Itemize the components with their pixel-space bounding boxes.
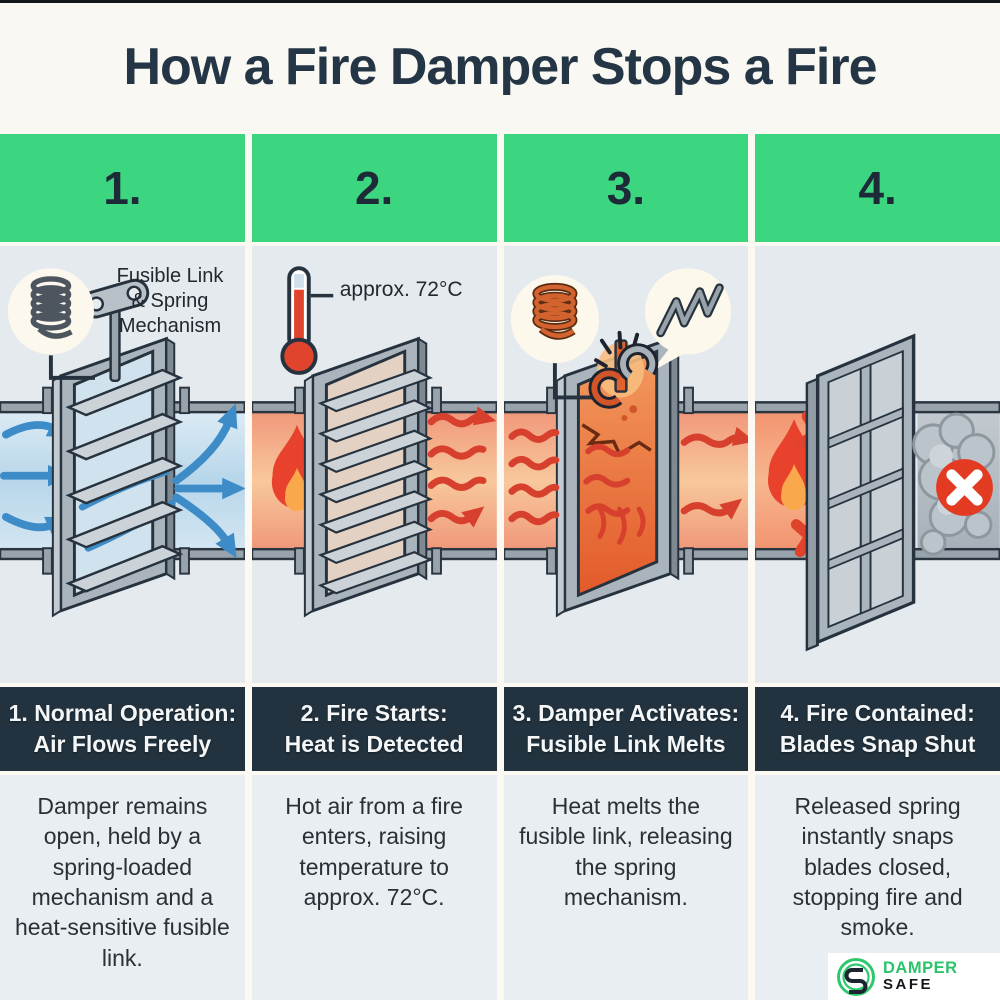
hot-coil-spring-icon	[531, 282, 577, 340]
callout-connector	[552, 363, 598, 400]
released-spring-icon	[655, 283, 724, 338]
duct-stubs	[293, 386, 442, 575]
brand-name-line2: SAFE	[883, 976, 934, 994]
step-1-number-bar: 1.	[0, 134, 245, 242]
panel-2: 2.	[251, 134, 497, 1000]
heat-crack	[580, 423, 652, 457]
brand-name: DAMPER SAFE	[883, 960, 958, 992]
fusible-link-label: Fusible Link & Spring Mechanism	[116, 265, 224, 337]
fire-contained-illustration	[755, 333, 1000, 652]
step-3-stage-bar: 3. Damper Activates: Fusible Link Melts	[503, 687, 749, 771]
step-number: 4.	[858, 162, 897, 214]
broken-fusible-link-icon	[588, 343, 658, 409]
step-3-description: Heat melts the fusible link, releasing t…	[503, 775, 749, 1000]
panel-4: 4.	[755, 134, 1000, 1000]
step-1-description: Damper remains open, held by a spring-lo…	[0, 775, 245, 1000]
step-2-illustration: approx. 72°C	[251, 246, 497, 683]
callout-connector	[48, 355, 95, 380]
closed-damper	[805, 333, 916, 652]
step-4-illustration	[755, 246, 1000, 683]
airflow-arrows-right	[172, 403, 245, 559]
temperature-label: approx. 72°C	[339, 278, 463, 301]
panel-3: 3.	[503, 134, 749, 1000]
dampersafe-logo-icon	[837, 957, 875, 996]
top-border	[0, 0, 1000, 3]
step-3-illustration	[503, 246, 749, 683]
step-number: 2.	[354, 162, 394, 214]
coil-spring-icon	[30, 276, 73, 339]
heat-waves-through	[582, 443, 630, 517]
closing-louver-blades	[317, 368, 433, 595]
page-title: How a Fire Damper Stops a Fire	[123, 38, 877, 96]
header: How a Fire Damper Stops a Fire	[0, 3, 1000, 131]
open-louver-blades	[65, 368, 184, 593]
step-4-stage-bar: 4. Fire Contained: Blades Snap Shut	[755, 687, 1000, 771]
step-number: 1.	[103, 162, 142, 214]
fusible-link-melts-illustration	[503, 268, 749, 618]
steps-board: 1.	[0, 134, 1000, 1000]
step-4-number-bar: 4.	[755, 134, 1000, 242]
step-2-stage-bar: 2. Fire Starts: Heat is Detected	[251, 687, 497, 771]
step-1-illustration: Fusible Link & Spring Mechanism	[0, 246, 245, 683]
step-2-description: Hot air from a fire enters, raising temp…	[251, 775, 497, 1000]
step-1-stage-bar: 1. Normal Operation: Air Flows Freely	[0, 687, 245, 771]
step-2-number-bar: 2.	[251, 134, 497, 242]
smoke-blocked-badge	[936, 459, 994, 516]
brand-logo: DAMPER SAFE	[828, 953, 1000, 1000]
melt-drips	[620, 405, 637, 421]
heat-detected-illustration	[251, 266, 497, 618]
panel-1: 1.	[0, 134, 245, 1000]
brand-name-line1: DAMPER	[883, 959, 958, 978]
airflow-arrows-left	[0, 416, 72, 537]
heat-arrows-right	[427, 406, 497, 528]
open-damper-illustration	[0, 268, 245, 618]
thermometer-icon	[280, 266, 334, 375]
step-3-number-bar: 3.	[503, 134, 749, 242]
heat-waves-left	[507, 428, 559, 526]
heat-arrows-right	[680, 426, 749, 520]
step-number: 3.	[606, 162, 646, 214]
